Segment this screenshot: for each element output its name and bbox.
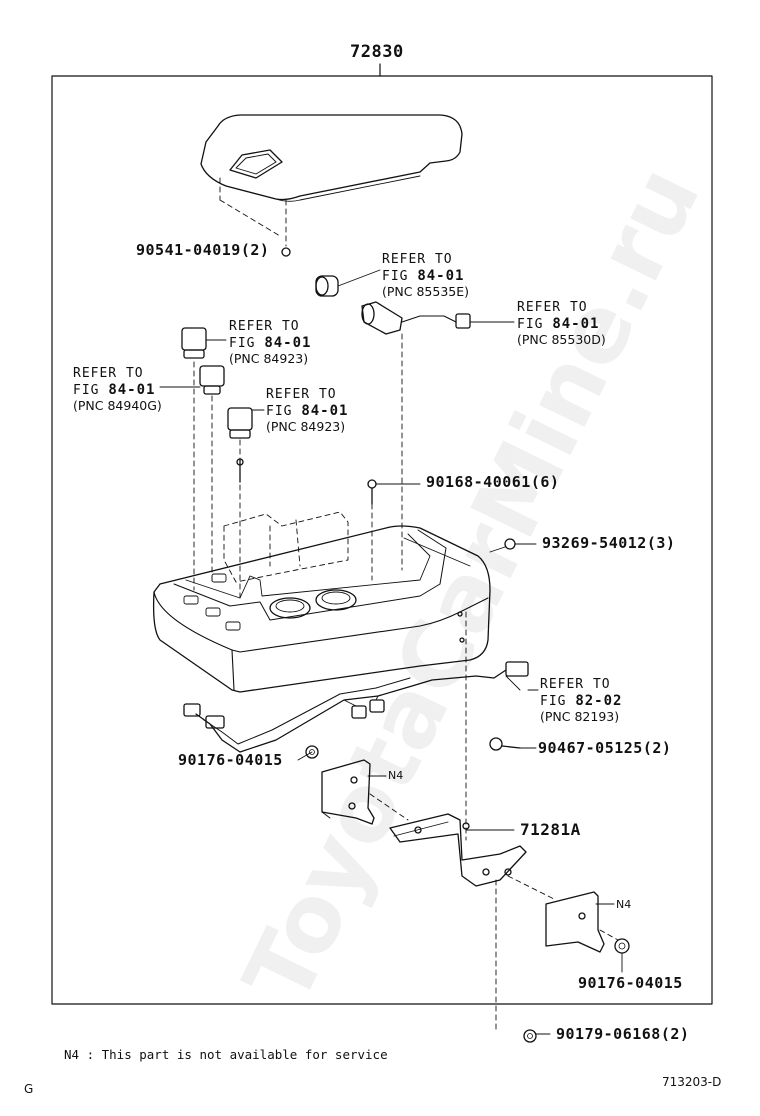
refer-to-text: REFER TO <box>517 300 588 315</box>
wire-harness <box>183 661 539 753</box>
refer-to-text: REFER TO <box>229 319 300 334</box>
nut-icon <box>305 745 319 759</box>
pnc-code: (PNC 85535E) <box>382 284 470 299</box>
part-label: 90176-04015 <box>578 974 683 992</box>
part-label: 90541-04019(2) <box>136 241 270 259</box>
assembly-number: 72830 <box>350 42 404 62</box>
refer-note: REFER TO FIG 84-01 (PNC 84940G) <box>73 367 162 413</box>
fig-number: 84-01 <box>552 316 600 332</box>
refer-note: REFER TO FIG 82-02 (PNC 82193) <box>540 678 622 724</box>
fig-prefix: FIG <box>382 269 418 284</box>
fig-number: 84-01 <box>264 335 312 351</box>
pnc-code: (PNC 84940G) <box>73 398 162 413</box>
refer-note: REFER TO FIG 84-01 (PNC 85535E) <box>382 253 469 299</box>
part-label: 90168-40061(6) <box>426 473 560 491</box>
clip-icon <box>489 737 521 751</box>
fig-prefix: FIG <box>266 404 302 419</box>
bracket-71281a <box>389 813 527 887</box>
n4-tag: N4 <box>616 898 632 911</box>
part-label: 90176-04015 <box>178 751 283 769</box>
cigarette-lighter-socket <box>315 269 381 297</box>
assembly-frame <box>51 63 713 1005</box>
refer-to-text: REFER TO <box>382 252 453 267</box>
clip-icon <box>489 538 516 553</box>
bracket-left <box>321 759 387 825</box>
screw-icon <box>281 247 291 257</box>
fig-prefix: FIG <box>229 336 265 351</box>
figure-code: 713203-D <box>662 1075 722 1089</box>
lighter-body <box>361 301 515 335</box>
switch-center <box>159 365 225 395</box>
pnc-code: (PNC 84923) <box>266 419 346 434</box>
refer-to-text: REFER TO <box>540 677 611 692</box>
switch-upper <box>181 327 227 359</box>
refer-note: REFER TO FIG 84-01 (PNC 84923) <box>229 320 311 366</box>
refer-to-text: REFER TO <box>73 366 144 381</box>
nut-icon <box>614 938 630 954</box>
bolt-icon <box>523 1029 537 1043</box>
fig-prefix: FIG <box>73 383 109 398</box>
pnc-code: (PNC 82193) <box>540 709 620 724</box>
fig-number: 84-01 <box>108 382 156 398</box>
footnote: N4 : This part is not available for serv… <box>64 1047 388 1062</box>
n4-tag: N4 <box>388 769 404 782</box>
part-label: 71281A <box>520 820 581 839</box>
refer-note: REFER TO FIG 84-01 (PNC 85530D) <box>517 301 606 347</box>
fig-number: 82-02 <box>575 693 623 709</box>
corner-letter: G <box>24 1082 34 1096</box>
part-label: 90179-06168(2) <box>556 1025 690 1043</box>
fig-prefix: FIG <box>517 317 553 332</box>
fig-number: 84-01 <box>417 268 465 284</box>
switch-lower <box>227 407 265 439</box>
fig-number: 84-01 <box>301 403 349 419</box>
screw-icon <box>367 479 377 505</box>
screw-icon <box>236 458 244 483</box>
refer-note: REFER TO FIG 84-01 (PNC 84923) <box>266 388 348 434</box>
pnc-code: (PNC 85530D) <box>517 332 606 347</box>
pnc-code: (PNC 84923) <box>229 351 309 366</box>
console-box <box>152 525 491 693</box>
fig-prefix: FIG <box>540 694 576 709</box>
armrest-lid <box>200 114 463 247</box>
bracket-right <box>545 891 615 953</box>
part-label: 90467-05125(2) <box>538 739 672 757</box>
refer-to-text: REFER TO <box>266 387 337 402</box>
part-label: 93269-54012(3) <box>542 534 676 552</box>
